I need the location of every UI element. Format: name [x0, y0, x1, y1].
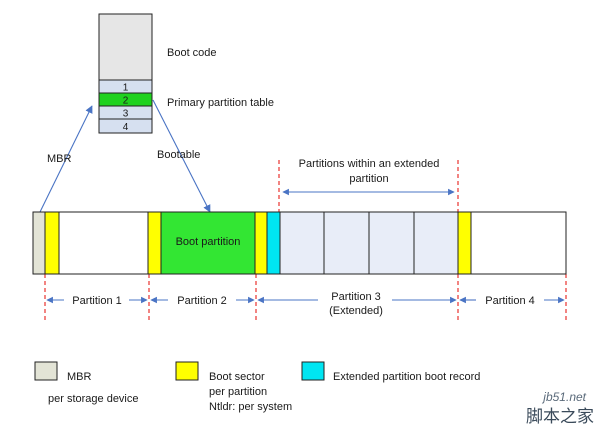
bootable-label: Bootable — [157, 149, 200, 161]
mbr-detail: 1 2 3 4 Boot code Primary partition tabl… — [98, 13, 274, 134]
table-entry-2-label: 2 — [123, 96, 129, 107]
watermark-site: jb51.net — [541, 390, 586, 404]
legend-ebr-title: Extended partition boot record — [333, 371, 480, 383]
legend-mbr-title: MBR — [67, 371, 92, 383]
table-entry-4 — [98, 118, 153, 134]
extended-boot-record — [266, 211, 281, 275]
mbr-arrow — [39, 105, 93, 213]
legend-ebr-swatch — [301, 361, 325, 381]
extended-heading: Partitions within an extended partition — [282, 158, 455, 196]
table-entry-3-label: 3 — [123, 109, 129, 120]
extended-heading-line1: Partitions within an extended — [299, 158, 440, 170]
partition-3-sublabel: (Extended) — [329, 305, 383, 317]
disk-bar: Boot partition — [32, 211, 567, 275]
boot-code-label: Boot code — [167, 47, 217, 59]
logical-partition-1 — [279, 211, 325, 275]
bootable-arrow — [152, 99, 211, 213]
legend-boot-sector-desc2: Ntldr: per system — [209, 401, 292, 413]
legend-mbr-desc: per storage device — [48, 393, 139, 405]
p4-boot-sector — [457, 211, 472, 275]
partition-dimensions: Partition 1 Partition 2 Partition 3 (Ext… — [46, 291, 565, 317]
p3-boot-sector — [254, 211, 268, 275]
legend-boot-sector-desc1: per partition — [209, 386, 267, 398]
mbr-arrow-label: MBR — [47, 153, 72, 165]
table-entry-4-label: 4 — [123, 122, 129, 133]
logical-partition-2 — [323, 211, 370, 275]
logical-partition-3 — [368, 211, 415, 275]
partition-1-label: Partition 1 — [72, 295, 122, 307]
partition-guides — [44, 160, 567, 322]
boot-code-block — [98, 13, 153, 81]
legend-mbr-swatch — [34, 361, 58, 381]
boot-partition — [160, 211, 256, 275]
table-entry-1-label: 1 — [123, 83, 129, 94]
p1-boot-sector — [44, 211, 60, 275]
watermark: jb51.net 脚本之家 — [526, 390, 594, 427]
boot-partition-label: Boot partition — [176, 236, 241, 248]
mbr-segment — [32, 211, 46, 275]
legend: MBR per storage device Boot sector per p… — [34, 361, 480, 413]
partition-3-label: Partition 3 — [331, 291, 381, 303]
logical-partition-4 — [413, 211, 459, 275]
partition-4-label: Partition 4 — [485, 295, 535, 307]
legend-boot-sector-title: Boot sector — [209, 371, 265, 383]
watermark-brand: 脚本之家 — [526, 407, 594, 427]
partition-2-label: Partition 2 — [177, 295, 227, 307]
legend-boot-sector-swatch — [175, 361, 199, 381]
p2-boot-sector — [147, 211, 162, 275]
partition-table-label: Primary partition table — [167, 97, 274, 109]
extended-heading-line2: partition — [349, 173, 388, 185]
